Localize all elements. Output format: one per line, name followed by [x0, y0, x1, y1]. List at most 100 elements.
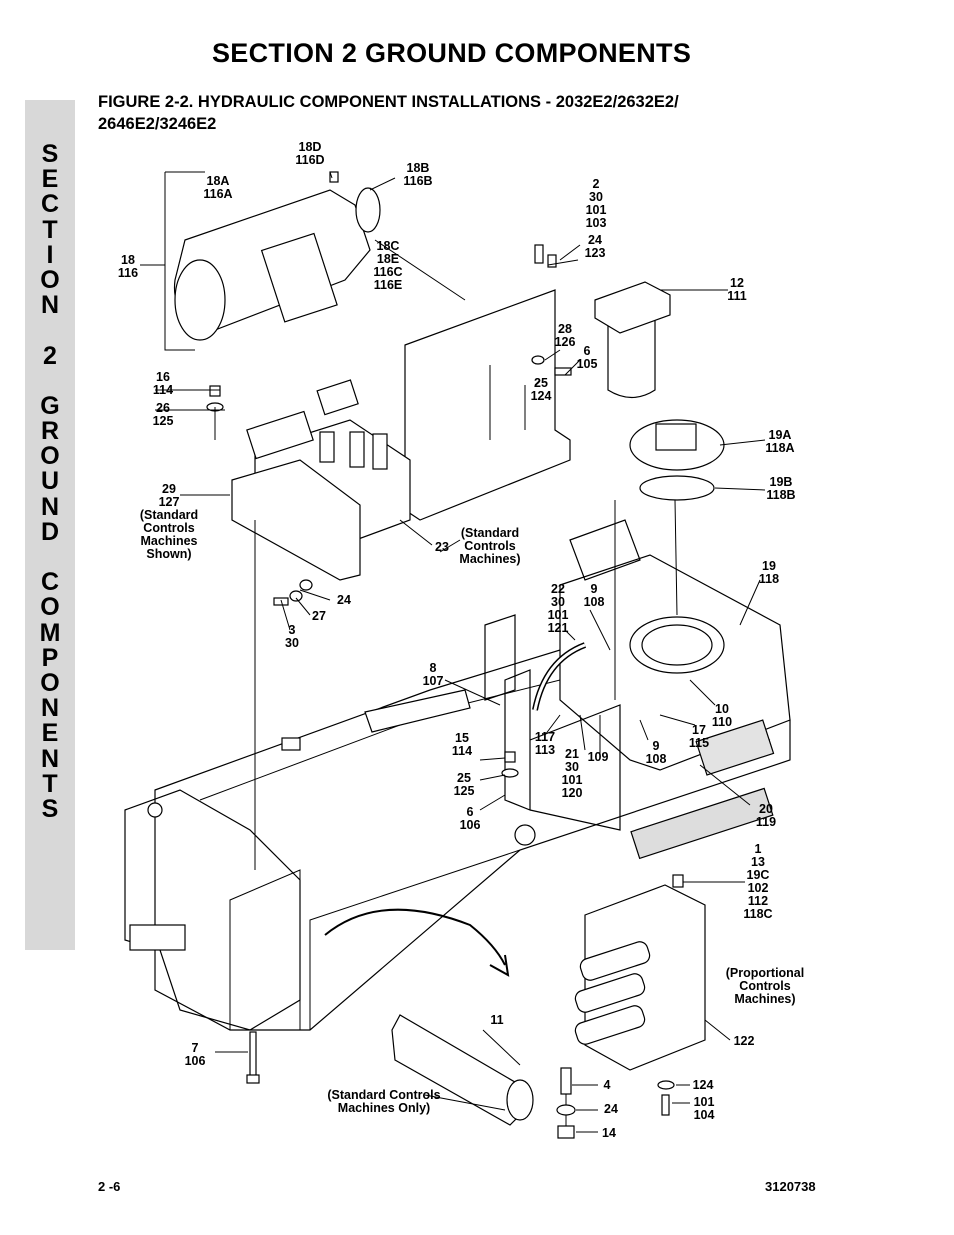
callout-line: 17: [692, 723, 706, 737]
callout-line: 110: [712, 715, 732, 729]
callout-line: 118: [759, 572, 779, 586]
return-filter-head: [594, 281, 671, 334]
valve-section-3: [574, 1005, 646, 1045]
figure-title: FIGURE 2-2. HYDRAULIC COMPONENT INSTALLA…: [98, 91, 679, 135]
pump-mounting-plate: [404, 289, 571, 521]
callout-line: 116D: [295, 153, 324, 167]
callout-line: Machines): [459, 552, 520, 566]
callout-line: 104: [694, 1108, 715, 1122]
callout-line: Controls: [143, 521, 194, 535]
valve-cartridge-3: [319, 431, 335, 463]
callout-line: 30: [551, 595, 565, 609]
callout-line: 106: [460, 818, 481, 832]
side-tab-letter: D: [40, 517, 60, 546]
side-tab-letter: S: [41, 140, 59, 168]
callout-line: Machines: [141, 534, 198, 548]
nut-14: [557, 1125, 575, 1139]
tank-label-decal: [630, 787, 774, 860]
screw-18d: [329, 171, 339, 183]
callout-line: 114: [452, 744, 472, 758]
side-tab-letter: C: [40, 568, 60, 597]
callout-line: 109: [588, 750, 609, 764]
callout-line: 4: [604, 1078, 611, 1092]
callout-line: 120: [562, 786, 583, 800]
mounting-plate-edges: [489, 365, 526, 440]
side-tab-letter: T: [42, 769, 58, 798]
document-number: 3120738: [765, 1179, 816, 1194]
side-tab-letter: S: [41, 794, 59, 823]
valve-section-1: [579, 941, 651, 981]
callout-line: 101: [548, 608, 569, 622]
callout-line: 115: [689, 736, 709, 750]
callout-line: 116B: [403, 174, 432, 188]
side-tab-letter: M: [39, 618, 61, 647]
side-tab-letter: N: [40, 744, 60, 773]
callout-line: 101: [562, 773, 583, 787]
callout-line: 114: [153, 383, 173, 397]
callout-line: Controls: [739, 979, 790, 993]
side-tab-letter: O: [40, 593, 60, 622]
callout-line: 116: [118, 266, 138, 280]
callout-line: 12: [730, 276, 744, 290]
side-tab-letter: E: [41, 719, 59, 748]
callout-line: (Standard: [461, 526, 519, 540]
diagram-artwork: [124, 171, 791, 1139]
valve-base-bracket: [231, 459, 361, 581]
callout-line: 24: [604, 1102, 618, 1116]
callout-line: 2: [593, 177, 600, 191]
callout-line: 127: [159, 495, 180, 509]
callout-line: Machines Only): [338, 1101, 430, 1115]
side-tab-letter: E: [41, 165, 59, 194]
side-tab-letter: P: [41, 643, 59, 672]
callout-line: 16: [156, 370, 170, 384]
proportional-valve-bank: [584, 884, 706, 1071]
callout-line: 103: [586, 216, 607, 230]
callout-4: 4: [604, 1078, 611, 1092]
callout-line: 11: [490, 1013, 503, 1027]
washer-28: [531, 355, 545, 365]
callout-line: 19B: [770, 475, 793, 489]
callout-11: 11: [490, 1013, 503, 1027]
callout-line: (Standard Controls: [327, 1088, 440, 1102]
side-tab-letter: T: [42, 215, 58, 244]
side-tab-letter: U: [40, 467, 60, 496]
callout-109: 109: [588, 750, 609, 764]
callout-line: Machines): [734, 992, 795, 1006]
washer-24: [556, 1104, 576, 1116]
callout-line: 113: [535, 743, 555, 757]
callout-line: 24: [588, 233, 602, 247]
tank-fill-neck-inner: [641, 624, 713, 666]
callout-line: 6: [584, 344, 591, 358]
callout-line: 3: [289, 623, 296, 637]
callout-line: 124: [531, 389, 552, 403]
washer-25b: [501, 768, 519, 778]
pump-cylinder-end: [506, 1079, 534, 1121]
callout-line: 124: [693, 1078, 714, 1092]
side-tab-letter: R: [40, 417, 60, 446]
side-tab-letter: C: [40, 190, 60, 219]
chassis-deck-hole: [514, 824, 536, 846]
callout-line: 122: [734, 1034, 755, 1048]
callout-line: 125: [454, 784, 475, 798]
